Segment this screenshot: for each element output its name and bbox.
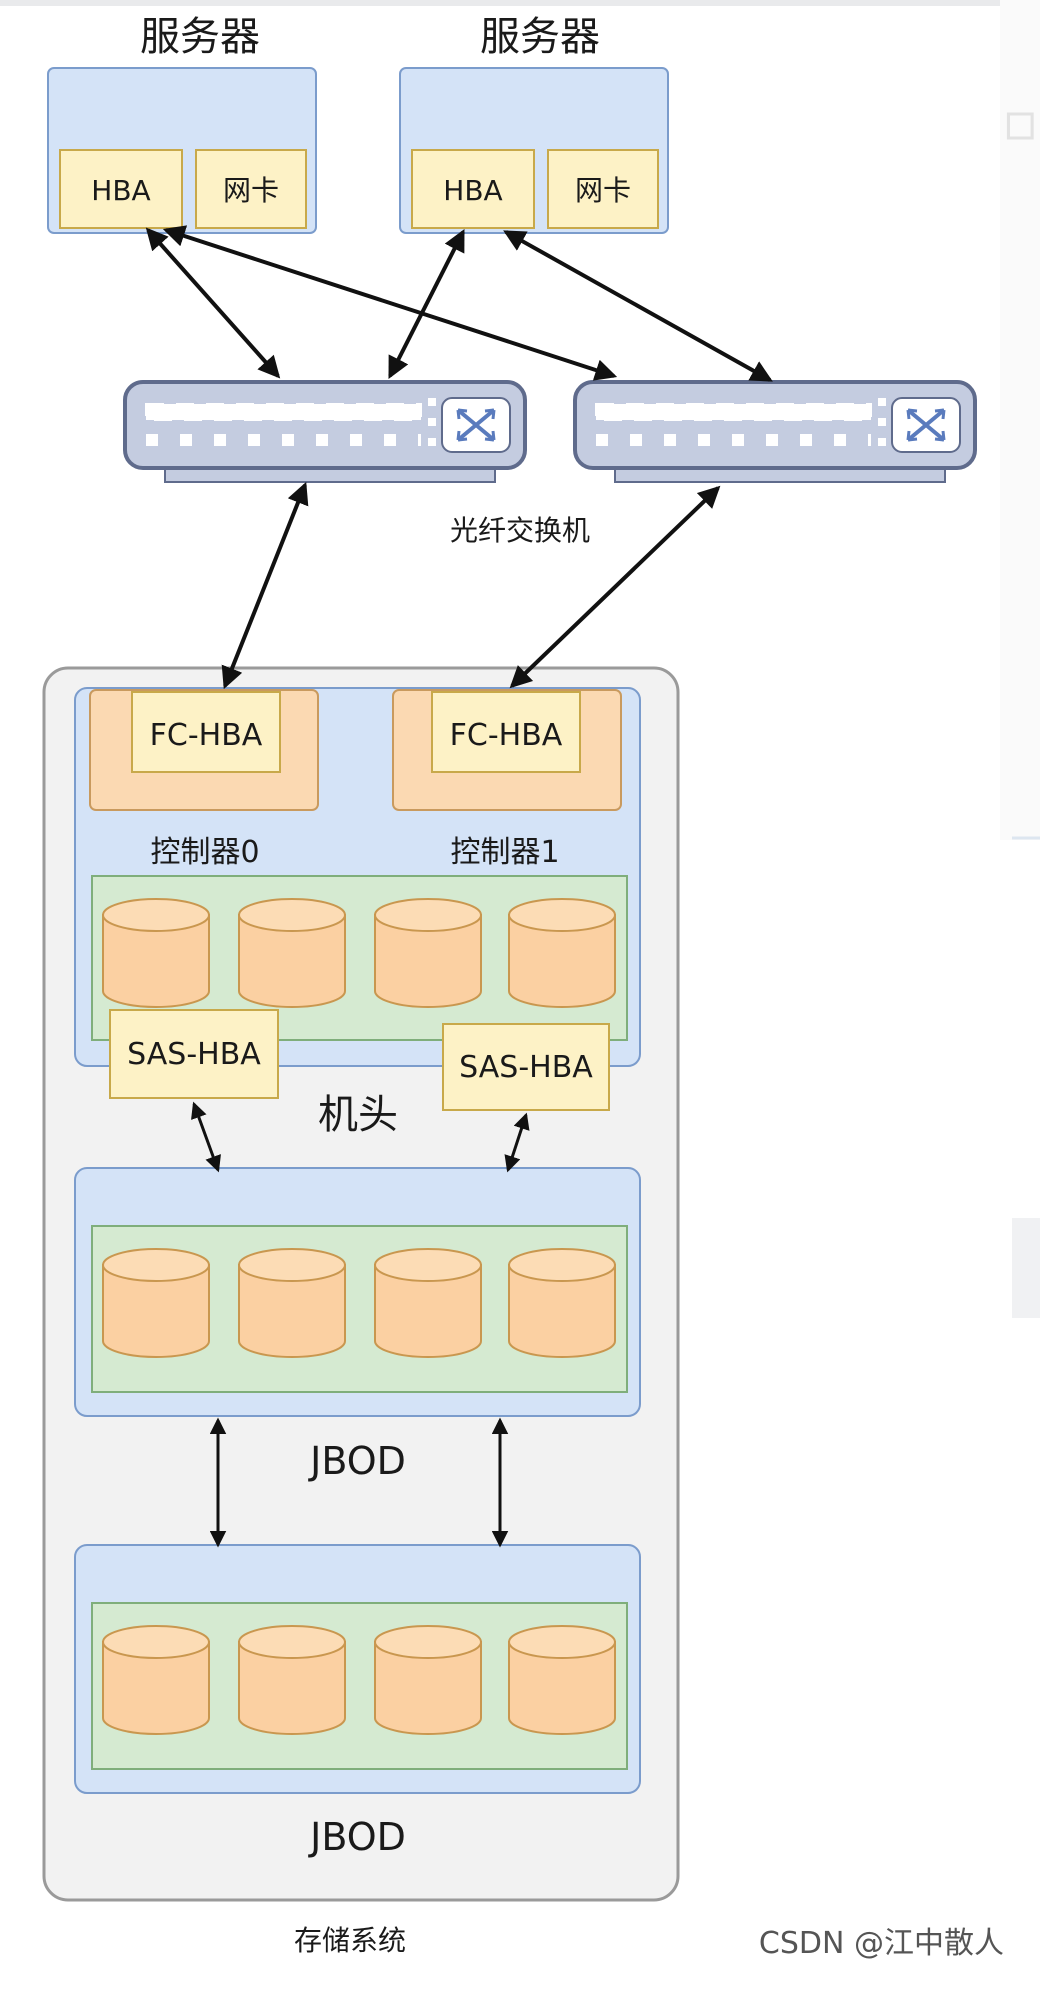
nic-label: 网卡 <box>223 174 279 207</box>
top-border <box>0 0 1000 6</box>
jbod-label: JBOD <box>308 1815 406 1859</box>
link-hba-switch <box>145 227 281 379</box>
disk-icon <box>508 898 616 1008</box>
fc-hba-label: FC-HBA <box>150 718 263 753</box>
server-title: 服务器 <box>140 14 260 60</box>
connections <box>145 225 773 690</box>
side-block <box>1012 1218 1040 1318</box>
sas-hba-label: SAS-HBA <box>459 1050 593 1085</box>
hba-label: HBA <box>443 174 502 207</box>
head-label: 机头 <box>318 1092 398 1138</box>
disk-icon <box>102 1248 210 1358</box>
sas-hba-card <box>109 1009 279 1099</box>
fc-hba-card <box>131 691 281 773</box>
side-panel <box>1000 0 1040 840</box>
disk-icon <box>508 1248 616 1358</box>
nic-card <box>195 149 307 229</box>
disk-icon <box>238 1248 346 1358</box>
fc-hba-label: FC-HBA <box>450 718 563 753</box>
server-left: 服务器 HBA 网卡 <box>47 14 317 234</box>
sas-links <box>191 1101 530 1548</box>
disk-icon <box>374 898 482 1008</box>
disks <box>102 898 616 1735</box>
nic-label: 网卡 <box>575 174 631 207</box>
link-switch-controller <box>221 481 309 690</box>
nic-card <box>547 149 659 229</box>
hba-label: HBA <box>91 174 150 207</box>
controller-1-label: 控制器1 <box>450 835 559 870</box>
disk-icon <box>102 1625 210 1735</box>
faded-glyph: ▫ <box>1002 90 1039 153</box>
server-right: 服务器 HBA 网卡 <box>399 14 669 234</box>
link-sas-jbod <box>191 1101 221 1173</box>
link-switch-controller <box>509 485 721 689</box>
disk-icon <box>238 1625 346 1735</box>
switch-label: 光纤交换机 <box>450 514 590 547</box>
storage-system-label: 存储系统 <box>294 1924 406 1957</box>
fc-hba-card <box>431 691 581 773</box>
disk-icon <box>102 898 210 1008</box>
disk-icon <box>374 1625 482 1735</box>
link-sas-jbod <box>504 1112 530 1173</box>
disk-icon <box>508 1625 616 1735</box>
link-hba-switch <box>162 225 618 381</box>
fc-switch-right <box>573 380 977 483</box>
watermark: CSDN @江中散人 <box>758 1926 1004 1961</box>
fc-switch-left <box>123 380 527 483</box>
server-title: 服务器 <box>480 14 600 60</box>
link-hba-switch <box>503 230 773 382</box>
jbod-label: JBOD <box>308 1439 406 1483</box>
link-hba-switch <box>388 229 465 379</box>
hba-card <box>59 149 183 229</box>
controller-0-label: 控制器0 <box>150 835 259 870</box>
sas-hba-card <box>442 1023 610 1111</box>
disk-icon <box>238 898 346 1008</box>
disk-icon <box>374 1248 482 1358</box>
sas-hba-label: SAS-HBA <box>127 1037 261 1072</box>
